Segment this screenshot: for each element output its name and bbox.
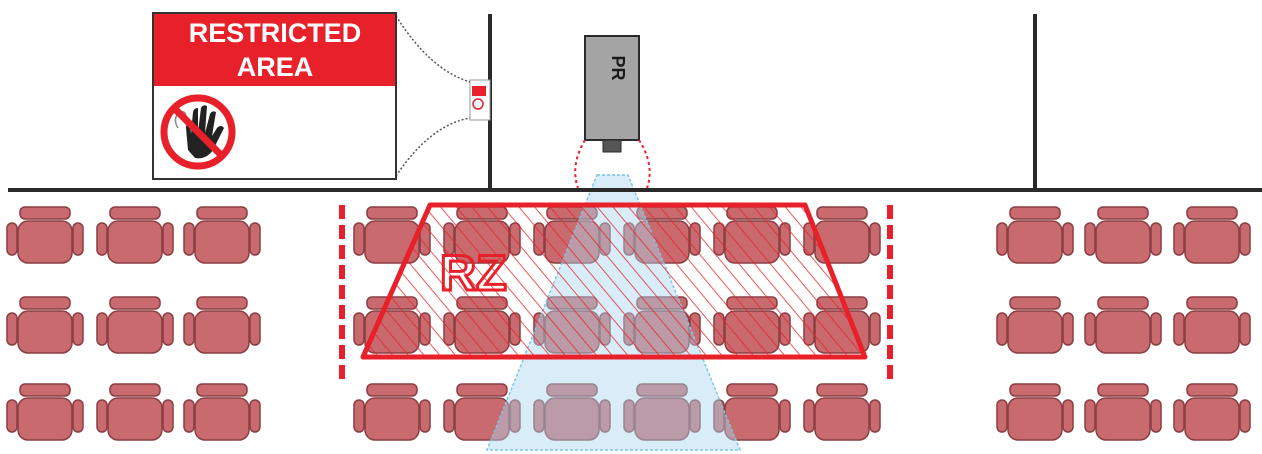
seat — [183, 206, 261, 264]
restricted-area-sign: RESTRICTED AREA — [152, 12, 397, 180]
restricted-zone: RZ — [360, 202, 868, 360]
sign-header — [154, 14, 395, 86]
seat — [353, 206, 431, 264]
seat — [353, 383, 431, 441]
seat — [183, 383, 261, 441]
seat — [996, 296, 1074, 354]
seat — [96, 296, 174, 354]
seat — [996, 206, 1074, 264]
restricted-zone-area — [360, 202, 868, 360]
seat — [1084, 383, 1162, 441]
projector-lens — [602, 139, 622, 153]
seat — [803, 383, 881, 441]
wall-sign-small — [395, 15, 491, 177]
no-hand-icon — [160, 94, 236, 170]
restricted-zone-label: RZ — [440, 245, 507, 301]
seat — [713, 383, 791, 441]
seat — [623, 383, 701, 441]
seat — [96, 206, 174, 264]
sign-title-line2: AREA — [237, 52, 314, 82]
seat — [1173, 383, 1251, 441]
projector-label: PR — [608, 55, 628, 80]
seat — [1084, 296, 1162, 354]
seat — [1084, 206, 1162, 264]
seat — [1173, 206, 1251, 264]
magnify-line-bottom — [395, 117, 471, 177]
seat — [533, 383, 611, 441]
sign-title-line1: RESTRICTED — [189, 18, 362, 48]
seat — [96, 383, 174, 441]
projector: PR — [574, 35, 651, 189]
small-sign-header — [472, 86, 486, 96]
seat — [6, 296, 84, 354]
seat — [6, 206, 84, 264]
seat — [443, 383, 521, 441]
seat — [996, 383, 1074, 441]
seating-area — [6, 206, 1251, 441]
seat — [1173, 296, 1251, 354]
magnify-line-top — [395, 15, 471, 83]
projector-body — [584, 35, 640, 141]
seat — [183, 296, 261, 354]
projector-sensor-range — [574, 139, 651, 189]
seat — [6, 383, 84, 441]
small-sign-mark — [472, 98, 484, 110]
